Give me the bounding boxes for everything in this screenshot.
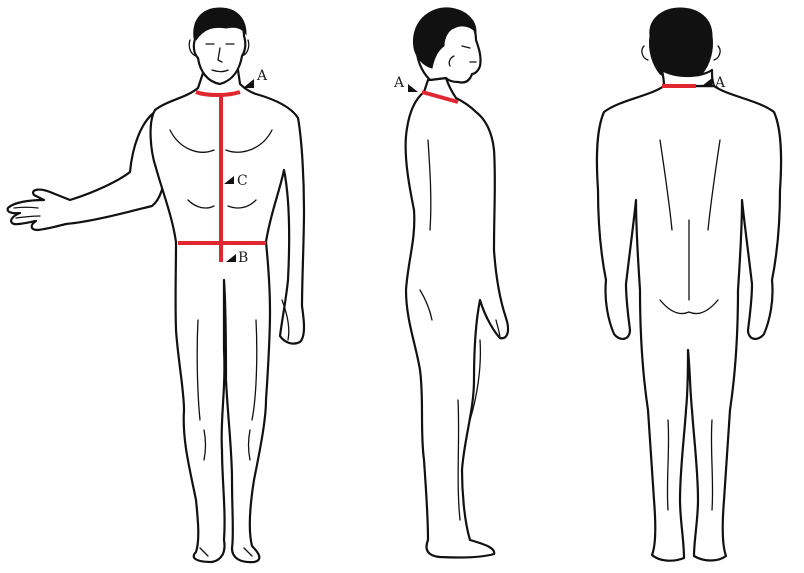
front-a-pointer — [243, 79, 254, 88]
front-label-a: A — [256, 68, 268, 84]
front-view-figure: A C B — [8, 8, 304, 562]
side-view-figure: A — [393, 8, 508, 558]
back-head — [649, 8, 712, 79]
side-label-a: A — [393, 75, 405, 91]
back-body — [597, 86, 781, 561]
front-extended-arm — [8, 110, 166, 230]
front-body — [151, 70, 304, 562]
back-view-figure: A — [597, 8, 781, 561]
front-label-c: C — [237, 173, 248, 189]
back-label-a: A — [714, 75, 726, 91]
side-body — [406, 78, 508, 558]
side-a-pointer — [408, 84, 418, 92]
front-label-b: B — [238, 250, 248, 266]
